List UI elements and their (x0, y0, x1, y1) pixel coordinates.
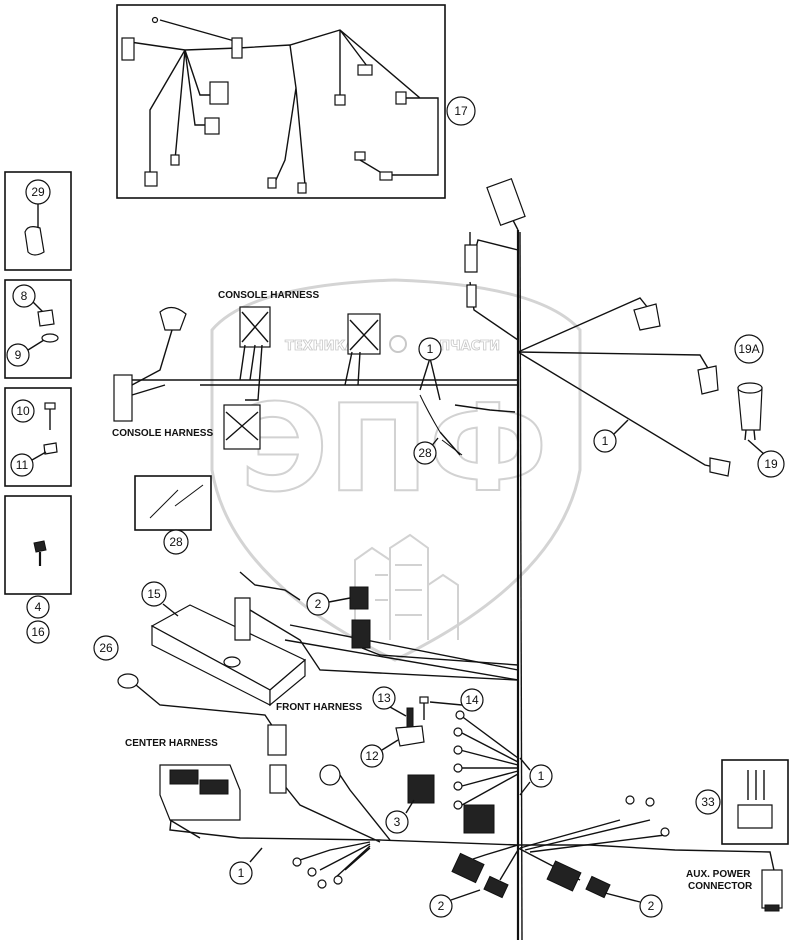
svg-text:2: 2 (438, 899, 445, 913)
callout-28-panel: 28 (163, 529, 189, 555)
switch-2-mid (349, 586, 519, 666)
panel-10-11: 10 11 (4, 387, 72, 487)
label-console-harness-top: CONSOLE HARNESS (218, 290, 319, 301)
callout-33: 33 (695, 789, 721, 815)
label-aux-power-line1: AUX. POWER (686, 869, 751, 880)
svg-text:2: 2 (648, 899, 655, 913)
svg-text:1: 1 (238, 866, 245, 880)
ring-terminals (292, 710, 670, 889)
label-aux-power-line2: CONNECTOR (688, 881, 753, 892)
svg-text:14: 14 (465, 693, 479, 707)
svg-text:28: 28 (169, 535, 183, 549)
callout-1: 1 (418, 337, 442, 361)
svg-text:15: 15 (147, 587, 161, 601)
svg-text:26: 26 (99, 641, 113, 655)
svg-text:16: 16 (31, 625, 45, 639)
main-harness (120, 177, 776, 941)
aux-power-connector (761, 869, 783, 912)
svg-text:12: 12 (365, 749, 379, 763)
label-console-harness-left: CONSOLE HARNESS (112, 428, 213, 439)
callout-12: 12 (360, 739, 399, 768)
callout-1-bottom: 1 (229, 847, 263, 885)
callout-3: 3 (385, 799, 415, 834)
callout-1-lower: 1 (519, 757, 553, 796)
svg-text:3: 3 (394, 815, 401, 829)
callout-2-mid: 2 (306, 592, 351, 616)
callout-26: 26 (93, 635, 119, 661)
panel-4-16: 4 16 (4, 495, 72, 644)
svg-text:9: 9 (15, 348, 22, 362)
grommet-icon (24, 226, 45, 256)
part-19a (737, 382, 763, 441)
svg-text:4: 4 (35, 600, 42, 614)
svg-text:1: 1 (538, 769, 545, 783)
cable-26 (117, 673, 287, 794)
parts-12-14 (319, 696, 495, 834)
module-15 (150, 571, 519, 707)
svg-text:8: 8 (21, 289, 28, 303)
svg-text:19: 19 (764, 457, 778, 471)
svg-text:2: 2 (315, 597, 322, 611)
panel-28 (134, 475, 212, 531)
svg-text:29: 29 (31, 185, 45, 199)
gear-icon (389, 335, 407, 353)
label-center-harness: CENTER HARNESS (125, 738, 218, 749)
callout-13: 13 (372, 686, 407, 717)
nut-icon (43, 442, 58, 455)
callouts: 1 28 28 1 19A 19 (93, 334, 785, 918)
panel-33 (721, 759, 789, 845)
callout-19: 19 (747, 439, 785, 478)
callout-28: 28 (413, 437, 439, 465)
screw-icon (44, 402, 56, 410)
svg-text:10: 10 (16, 404, 30, 418)
watermark: ТЕХНИКА ЗАПЧАСТИ ЭПФ (210, 278, 582, 662)
callout-2-bottom-left: 2 (429, 889, 481, 918)
svg-text:13: 13 (377, 691, 391, 705)
console-harness-connectors (113, 306, 381, 450)
inset-17 (116, 4, 446, 199)
svg-text:33: 33 (701, 795, 715, 809)
callout-1-right: 1 (593, 419, 629, 453)
watermark-left-text: ТЕХНИКА (285, 339, 355, 354)
bolt-icon (33, 540, 47, 553)
panel-8-9: 8 9 (4, 279, 72, 379)
callout-15: 15 (141, 581, 179, 617)
svg-text:1: 1 (602, 434, 609, 448)
callout-2-bottom-right: 2 (604, 892, 663, 918)
callout-17: 17 (446, 96, 476, 126)
sleeve-area (419, 357, 516, 456)
watermark-big-text: ЭПФ (240, 380, 548, 519)
callout-19a: 19A (734, 334, 764, 364)
svg-text:28: 28 (418, 446, 432, 460)
svg-text:11: 11 (16, 458, 29, 472)
svg-text:17: 17 (454, 104, 468, 118)
label-front-harness: FRONT HARNESS (276, 702, 362, 713)
bottom-connectors (451, 852, 611, 899)
washer-icon (41, 333, 59, 343)
panel-29: 29 (4, 171, 72, 271)
nut-icon (37, 309, 55, 327)
svg-text:19A: 19A (738, 342, 759, 356)
callout-14: 14 (429, 688, 484, 712)
svg-text:1: 1 (427, 342, 434, 356)
labels: CONSOLE HARNESS CONSOLE HARNESS FRONT HA… (112, 290, 753, 892)
center-switch (159, 764, 241, 839)
